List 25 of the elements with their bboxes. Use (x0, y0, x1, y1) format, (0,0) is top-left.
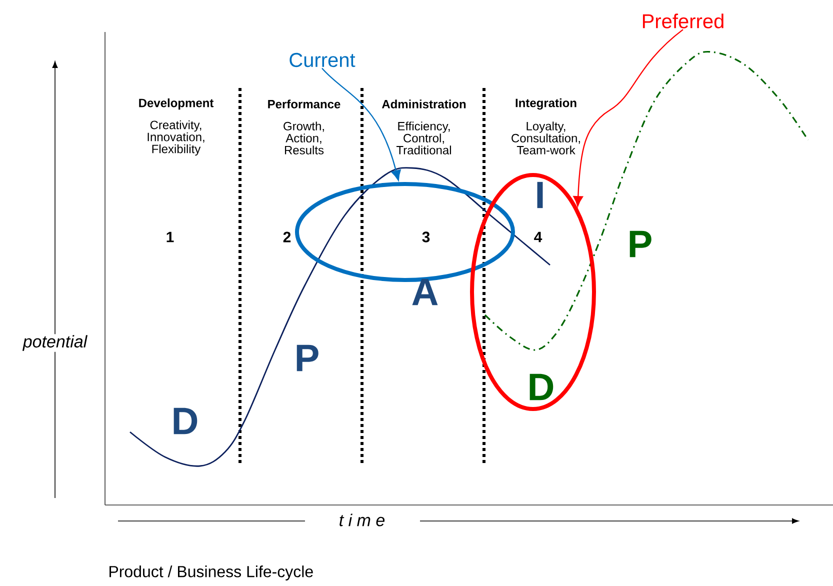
caption: Product / Business Life-cycle (110, 566, 313, 580)
phase-description: Creativity, Innovation, Flexibility (148, 120, 204, 156)
stage-letter: D (174, 408, 198, 434)
stage-letter: I (537, 182, 543, 208)
callout-text: Current (290, 52, 356, 68)
phase-description: Efficiency, Control, Traditional (396, 122, 451, 154)
phase-number: 4 (534, 232, 542, 242)
phase-description: Loyalty, Consultation, Team-work (512, 122, 580, 154)
phase-heading: Performance (268, 100, 340, 108)
arrow (573, 29, 684, 207)
highlight-ellipse (470, 173, 596, 411)
axis-label: potential (22, 334, 88, 352)
stage-letter: D (530, 374, 554, 400)
axis-label: t i m e (340, 514, 385, 526)
stage-letter: P (630, 230, 652, 258)
stage-letter: A (412, 278, 438, 306)
phase-heading: Administration (382, 100, 466, 108)
callout-text: Preferred (642, 14, 724, 28)
arrow (322, 68, 401, 181)
phase-number: 1 (166, 232, 174, 242)
phase-heading: Development (139, 98, 214, 110)
stage-letter: P (296, 344, 318, 372)
phase-number: 3 (422, 232, 430, 242)
phase-heading: Integration (516, 98, 576, 110)
phase-description: Growth, Action, Results (284, 122, 324, 154)
